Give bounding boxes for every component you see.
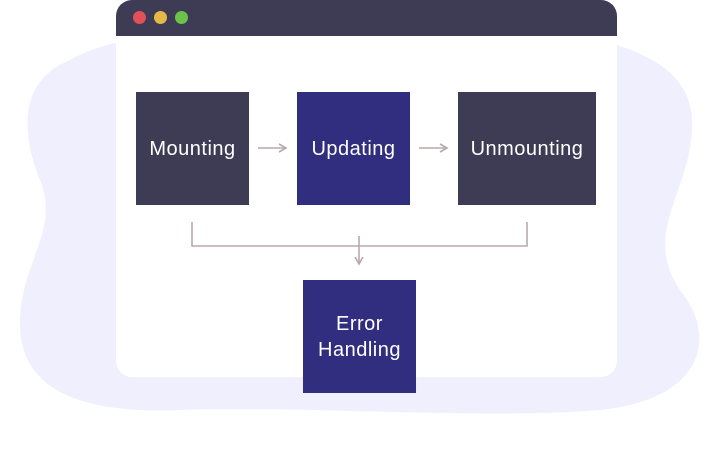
window-titlebar xyxy=(116,0,617,36)
node-error-handling-label: Error Handling xyxy=(318,312,401,361)
green-dot-icon[interactable] xyxy=(175,11,188,24)
node-error-handling: Error Handling xyxy=(303,280,416,393)
node-updating-label: Updating xyxy=(311,137,396,160)
node-unmounting-label: Unmounting xyxy=(470,137,584,160)
node-mounting: Mounting xyxy=(136,92,249,205)
node-updating: Updating xyxy=(297,92,410,205)
node-unmounting: Unmounting xyxy=(458,92,596,205)
red-dot-icon[interactable] xyxy=(133,11,146,24)
yellow-dot-icon[interactable] xyxy=(154,11,167,24)
node-mounting-label: Mounting xyxy=(149,137,236,160)
